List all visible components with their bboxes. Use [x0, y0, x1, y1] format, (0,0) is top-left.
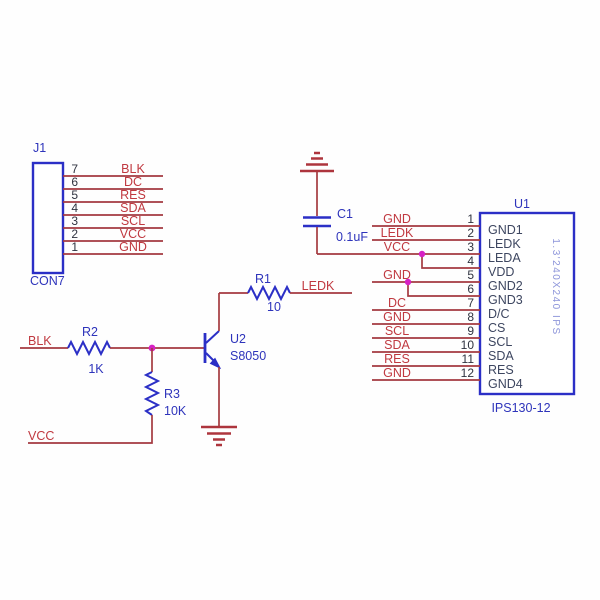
- r2-value: 1K: [88, 362, 104, 376]
- u1-pin-numbers: 1 2 3 4 5 6 7 8 9 10 11 12: [461, 212, 475, 380]
- u1-pin-number: 3: [467, 240, 474, 254]
- j1-pin-number: 5: [71, 188, 78, 202]
- u1-pin-number: 11: [462, 352, 475, 366]
- r1-value: 10: [267, 300, 281, 314]
- net-label-sda: SDA: [120, 201, 146, 215]
- r3-value: 10K: [164, 404, 187, 418]
- r1-resistor: [247, 284, 291, 302]
- net-label-blk: BLK: [28, 334, 52, 348]
- gnd-branch-to-gnd3: [407, 282, 480, 297]
- j1-pin-number: 4: [71, 201, 78, 215]
- junction-dot-gnd: [404, 278, 412, 286]
- u1-pin-number: 4: [467, 254, 474, 268]
- ground-symbol-bottom: [201, 425, 237, 447]
- vcc-rail-wire: [28, 415, 153, 444]
- net-label-ledk: LEDK: [302, 279, 335, 293]
- u1-pin-name: LEDK: [488, 237, 521, 251]
- net-label-vcc: VCC: [28, 429, 54, 443]
- j1-net-labels: BLK DC RES SDA SCL VCC GND: [119, 162, 147, 254]
- u1-pin-name: GND1: [488, 223, 523, 237]
- capacitor-c1: C1 0.1uF: [300, 151, 368, 254]
- q1-part-label: S8050: [230, 349, 266, 363]
- net-label-dc: DC: [388, 296, 406, 310]
- net-label-gnd: GND: [383, 310, 411, 324]
- u1-body: [478, 211, 576, 396]
- net-label-gnd: GND: [383, 212, 411, 226]
- net-label-res: RES: [120, 188, 146, 202]
- ic-u1: U1 IPS130-12 1.3'240X240 IPS 1 2 3 4 5 6…: [317, 197, 576, 415]
- u1-pin-number: 7: [467, 296, 474, 310]
- r3-designator: R3: [164, 387, 180, 401]
- u1-pin-name: VDD: [488, 265, 514, 279]
- q1-emitter-arrow: [209, 357, 222, 370]
- u1-pin-name: SDA: [488, 349, 514, 363]
- net-label-ledk: LEDK: [381, 226, 414, 240]
- net-label-res: RES: [384, 352, 410, 366]
- c1-plates: [303, 216, 331, 228]
- u1-pin-number: 9: [467, 324, 474, 338]
- r3-resistor: [143, 371, 161, 416]
- ground-symbol-top: [300, 151, 334, 173]
- u1-pin-name: LEDA: [488, 251, 521, 265]
- u1-part-label: IPS130-12: [491, 401, 550, 415]
- u1-pin-number: 8: [467, 310, 474, 324]
- net-label-gnd: GND: [119, 240, 147, 254]
- net-label-sda: SDA: [384, 338, 410, 352]
- u1-pin-name: RES: [488, 363, 514, 377]
- u1-pin-number: 6: [467, 282, 474, 296]
- u1-pin-number: 12: [461, 366, 475, 380]
- net-label-gnd: GND: [383, 268, 411, 282]
- net-label-blk: BLK: [121, 162, 145, 176]
- net-label-scl: SCL: [385, 324, 409, 338]
- q1-collector-stroke: [205, 330, 220, 344]
- vcc-branch-to-vdd: [421, 254, 480, 269]
- net-label-gnd: GND: [383, 366, 411, 380]
- u1-pin-name: GND3: [488, 293, 523, 307]
- u1-pin-name: SCL: [488, 335, 512, 349]
- r1-designator: R1: [255, 272, 271, 286]
- net-label-vcc: VCC: [384, 240, 410, 254]
- j1-type-label: CON7: [30, 274, 65, 288]
- connector-j1: J1 CON7 7 6 5 4 3 2 1 BLK DC RES SDA SCL…: [30, 141, 163, 288]
- u1-net-labels: GND LEDK VCC GND DC GND SCL SDA RES GND: [381, 212, 414, 380]
- j1-pin-number: 6: [71, 175, 78, 189]
- net-label-vcc: VCC: [120, 227, 146, 241]
- u1-pin-names: GND1 LEDK LEDA VDD GND2 GND3 D/C CS SCL …: [488, 223, 523, 391]
- j1-body: [31, 161, 65, 275]
- u1-pin-number: 2: [467, 226, 474, 240]
- backlight-driver: BLK R2 1K R3 10K VCC U2 S8050 R1 10 LED: [20, 272, 352, 447]
- u1-pin-wires: [317, 225, 480, 381]
- u1-pin-number: 5: [467, 268, 474, 282]
- u1-pin-name: D/C: [488, 307, 510, 321]
- u1-designator: U1: [514, 197, 530, 211]
- u1-pin-number: 10: [461, 338, 475, 352]
- j1-pin-wires: [63, 175, 163, 255]
- q1-designator: U2: [230, 332, 246, 346]
- u1-display-note: 1.3'240X240 IPS: [550, 238, 561, 335]
- c1-designator: C1: [337, 207, 353, 221]
- r2-resistor: [67, 339, 111, 357]
- j1-pin-numbers: 7 6 5 4 3 2 1: [71, 162, 78, 254]
- net-label-dc: DC: [124, 175, 142, 189]
- j1-pin-number: 7: [71, 162, 78, 176]
- junction-dot-vcc: [418, 250, 426, 258]
- j1-designator: J1: [33, 141, 46, 155]
- u1-pin-name: CS: [488, 321, 505, 335]
- j1-pin-number: 2: [71, 227, 78, 241]
- net-label-scl: SCL: [121, 214, 145, 228]
- u1-pin-name: GND2: [488, 279, 523, 293]
- j1-pin-number: 3: [71, 214, 78, 228]
- c1-value: 0.1uF: [336, 230, 368, 244]
- j1-pin-number: 1: [71, 240, 78, 254]
- u1-pin-number: 1: [467, 212, 474, 226]
- r2-designator: R2: [82, 325, 98, 339]
- u1-pin-name: GND4: [488, 377, 523, 391]
